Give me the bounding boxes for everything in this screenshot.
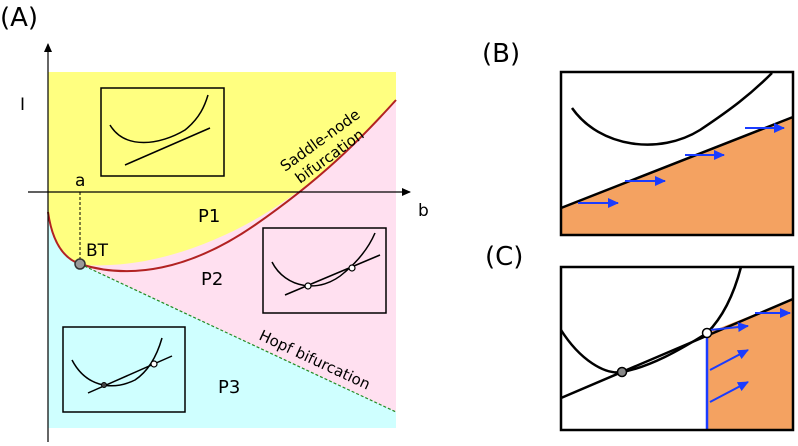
region-p1-label: P1 [198, 206, 220, 227]
panel-c-label: (C) [485, 242, 523, 272]
panel-b-nullcline-curve [570, 72, 773, 146]
panel-b-flow-arrows [578, 123, 785, 208]
panel-c-basin [707, 299, 793, 430]
hopf-bifurcation-line [79, 263, 397, 413]
panel-c-flow-arrows [709, 308, 791, 403]
a-label: a [75, 171, 85, 191]
saddle-node-curve [47, 99, 397, 273]
panel-c-saddle-point [701, 327, 713, 339]
panel-c-nullcline-curve [559, 266, 743, 374]
inset-p2 [262, 227, 387, 314]
x-axis-label: b [418, 201, 429, 221]
panel-c-stable-point [616, 366, 628, 378]
region-p2-label: P2 [201, 269, 223, 290]
panel-a-label: (A) [0, 3, 38, 33]
inset-p3 [62, 326, 186, 413]
panel-c-frame [559, 265, 795, 432]
panel-b: (B) [482, 39, 795, 237]
panel-b-nullcline-line [560, 115, 794, 210]
panel-b-label: (B) [482, 39, 520, 69]
region-p3-label: P3 [218, 377, 240, 398]
panel-c: (C) [485, 242, 795, 432]
panel-c-nullcline-line [560, 297, 794, 400]
panel-b-basin [561, 117, 793, 235]
panel-b-frame [559, 70, 795, 237]
bt-label: BT [86, 241, 109, 261]
bt-point [74, 258, 86, 270]
y-axis-label: I [20, 95, 25, 115]
inset-p1 [100, 87, 225, 177]
panel-a: (A) I b a BT P1 P2 P3 Saddle-node bifurc… [0, 3, 429, 442]
